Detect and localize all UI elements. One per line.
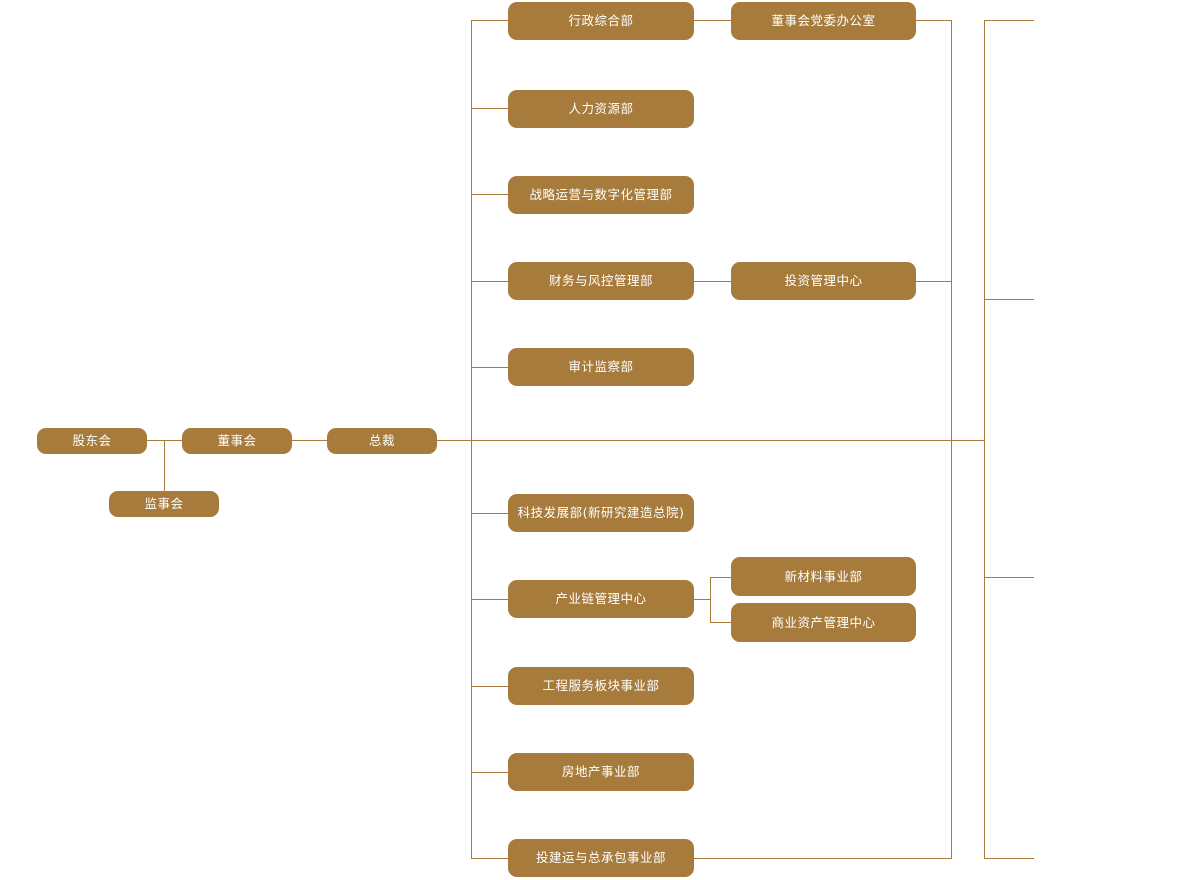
connector-trunk-technology-development xyxy=(471,513,508,514)
connector-main-trunk-lower xyxy=(471,440,472,858)
node-commercial-assets-center[interactable]: 商业资产管理中心 xyxy=(731,603,916,642)
connector-outer-rail-stub-bottom xyxy=(984,858,1034,859)
connector-outer-rail-lower xyxy=(984,440,985,858)
connector-trunk-finance-risk xyxy=(471,281,508,282)
connector-inner-rail-lower xyxy=(951,440,952,858)
node-investment-center[interactable]: 投资管理中心 xyxy=(731,262,916,300)
connector-investment-center-rail xyxy=(916,281,952,282)
connector-branch-new-materials xyxy=(710,577,731,578)
connector-inner-rail-upper xyxy=(951,20,952,440)
node-president[interactable]: 总裁 xyxy=(327,428,437,454)
connector-outer-rail-stub-upper-mid xyxy=(984,299,1034,300)
node-dept-industry-chain[interactable]: 产业链管理中心 xyxy=(508,580,694,618)
connector-outer-rail-upper xyxy=(984,20,985,440)
connector-trunk-industry-chain xyxy=(471,599,508,600)
node-board[interactable]: 董事会 xyxy=(182,428,292,454)
connector-inner-rail-bottom xyxy=(694,858,952,859)
connector-trunk-audit-supervision xyxy=(471,367,508,368)
node-dept-administration[interactable]: 行政综合部 xyxy=(508,2,694,40)
node-dept-audit-supervision[interactable]: 审计监察部 xyxy=(508,348,694,386)
connector-trunk-human-resources xyxy=(471,108,508,109)
connector-outer-rail-stub-top xyxy=(984,20,1034,21)
node-dept-human-resources[interactable]: 人力资源部 xyxy=(508,90,694,128)
node-dept-investment-construction-epc[interactable]: 投建运与总承包事业部 xyxy=(508,839,694,877)
connector-trunk-investment-construction-epc xyxy=(471,858,508,859)
node-dept-strategy-digital[interactable]: 战略运营与数字化管理部 xyxy=(508,176,694,214)
connector-board-party-office-rail xyxy=(916,20,952,21)
node-dept-technology-development[interactable]: 科技发展部(新研究建造总院) xyxy=(508,494,694,532)
connector-board-president xyxy=(292,440,327,441)
node-supervisors[interactable]: 监事会 xyxy=(109,491,219,517)
connector-administration-board-party-office xyxy=(694,20,731,21)
connector-trunk-engineering-services xyxy=(471,686,508,687)
connector-trunk-administration xyxy=(471,20,508,21)
node-dept-engineering-services[interactable]: 工程服务板块事业部 xyxy=(508,667,694,705)
node-dept-real-estate[interactable]: 房地产事业部 xyxy=(508,753,694,791)
connector-trunk-real-estate xyxy=(471,772,508,773)
connector-supervisors-drop xyxy=(164,441,165,491)
connector-main-trunk-upper xyxy=(471,20,472,440)
connector-industry-chain-branch xyxy=(694,599,711,600)
connector-trunk-strategy-digital xyxy=(471,194,508,195)
node-board-party-office[interactable]: 董事会党委办公室 xyxy=(731,2,916,40)
node-shareholders[interactable]: 股东会 xyxy=(37,428,147,454)
connector-outer-rail-stub-lower-mid xyxy=(984,577,1034,578)
connector-industry-chain-split xyxy=(710,577,711,623)
connector-president-trunk xyxy=(437,440,984,441)
connector-shareholders-board xyxy=(147,440,182,441)
node-dept-finance-risk[interactable]: 财务与风控管理部 xyxy=(508,262,694,300)
connector-finance-investment-center xyxy=(694,281,731,282)
connector-branch-commercial-assets xyxy=(710,622,731,623)
node-new-materials-division[interactable]: 新材料事业部 xyxy=(731,557,916,596)
